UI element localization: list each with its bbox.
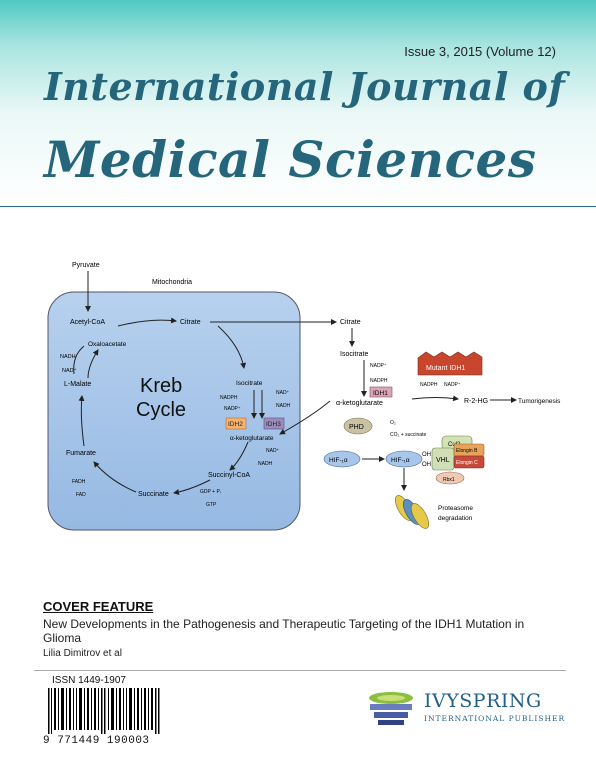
elongin-c-box bbox=[453, 455, 485, 469]
barcode-digits: 9 771449 190003 bbox=[43, 735, 150, 747]
label-citrate-inner: Citrate bbox=[180, 319, 201, 326]
label-nad-b: NAD⁺ bbox=[266, 448, 280, 454]
idh2-box bbox=[225, 417, 247, 430]
journal-title-line1: International Journal of bbox=[44, 64, 566, 109]
label-idh1: IDH1 bbox=[373, 390, 388, 397]
article-authors: Lilia Dimitrov et al bbox=[43, 648, 122, 659]
label-nadph-outer: NADPH bbox=[370, 378, 388, 384]
label-isocitrate-inner: Isocitrate bbox=[236, 380, 263, 387]
mutant-idh1-shape bbox=[417, 351, 483, 376]
label-nadp-m: NADP⁺ bbox=[444, 382, 461, 388]
label-o2: O₂ bbox=[390, 420, 396, 426]
label-l-malate: L-Malate bbox=[64, 381, 91, 388]
ivyspring-logo-icon bbox=[369, 692, 413, 725]
label-nadph-a: NADPH bbox=[220, 395, 238, 401]
label-phd: PHD bbox=[349, 424, 364, 431]
label-gdp: GDP + Pᵢ bbox=[200, 489, 221, 495]
label-co2-succinate: CO₂ + succinate bbox=[390, 432, 426, 438]
label-hif-left: HIF-₁α bbox=[329, 457, 348, 464]
mitochondrion-box bbox=[47, 291, 301, 531]
label-idh3: IDH3 bbox=[266, 421, 281, 428]
label-fad: FAD bbox=[76, 492, 86, 498]
label-nadh-left: NADH bbox=[60, 354, 76, 360]
label-acetyl-coa: Acetyl-CoA bbox=[70, 319, 105, 326]
issue-info: Issue 3, 2015 (Volume 12) bbox=[404, 44, 556, 59]
label-nadp-outer: NADP⁺ bbox=[370, 363, 387, 369]
label-gtp: GTP bbox=[206, 502, 217, 508]
header-divider bbox=[0, 206, 596, 207]
publisher-name: IVYSPRING bbox=[424, 690, 542, 712]
label-kreb: Kreb bbox=[140, 375, 182, 397]
label-nad-plus-a: NAD⁺ bbox=[276, 390, 290, 396]
footer-divider bbox=[34, 670, 566, 671]
proteasome-shape bbox=[394, 495, 430, 529]
rbx1-shape bbox=[435, 471, 465, 485]
label-alpha-kg-outer: α-ketoglutarate bbox=[336, 400, 383, 407]
idh3-box bbox=[263, 417, 285, 430]
label-mitochondria: Mitochondria bbox=[152, 279, 192, 286]
issn-number: ISSN 1449-1907 bbox=[52, 675, 126, 686]
krebs-cycle-figure: Pyruvate Mitochondria Acetyl-CoA Citrate… bbox=[47, 262, 561, 531]
label-hif-right: HIF-₁α bbox=[391, 457, 410, 464]
barcode bbox=[48, 688, 160, 734]
label-nadh-a: NADH bbox=[276, 403, 291, 409]
label-proteasome2: degradation bbox=[438, 515, 473, 522]
article-title[interactable]: New Developments in the Pathogenesis and… bbox=[43, 617, 525, 645]
label-succinyl-coa: Succinyl-CoA bbox=[208, 472, 250, 479]
label-cycle: Cycle bbox=[136, 399, 186, 421]
label-succinate: Succinate bbox=[138, 491, 169, 498]
label-fumarate: Fumarate bbox=[66, 450, 96, 457]
label-rbx1: Rbx1 bbox=[443, 477, 455, 483]
label-isocitrate-outer: Isocitrate bbox=[340, 351, 369, 358]
label-nadp-a: NADP⁺ bbox=[224, 406, 241, 412]
label-proteasome1: Proteasome bbox=[438, 505, 473, 512]
label-mutant-idh1: Mutant IDH1 bbox=[426, 365, 465, 372]
cover-header bbox=[0, 0, 596, 206]
cover-feature-label: COVER FEATURE bbox=[43, 599, 154, 614]
phd-shape bbox=[343, 417, 373, 435]
journal-title-line2: Medical Sciences bbox=[44, 130, 537, 189]
label-elongin-c: Elongin C bbox=[456, 460, 478, 466]
publisher-subtitle: INTERNATIONAL PUBLISHER bbox=[424, 714, 566, 723]
hif-right-shape bbox=[385, 450, 423, 468]
label-oxaloacetate: Oxaloacetate bbox=[88, 341, 127, 348]
label-oh2: OH bbox=[422, 462, 431, 468]
label-alpha-kg-inner: α-ketoglutarate bbox=[230, 435, 274, 442]
label-tumorigenesis: Tumorigenesis bbox=[518, 398, 561, 405]
label-oh1: OH bbox=[422, 452, 431, 458]
idh1-box bbox=[369, 386, 393, 398]
hif-left-shape bbox=[323, 450, 361, 468]
label-fadh: FADH bbox=[72, 479, 86, 485]
label-idh2: IDH2 bbox=[228, 421, 243, 428]
label-pyruvate: Pyruvate bbox=[72, 262, 100, 269]
label-vhl: VHL bbox=[436, 457, 450, 464]
label-nadh-b: NADH bbox=[258, 461, 273, 467]
label-nad-left: NAD⁺ bbox=[62, 367, 77, 374]
label-r2hg: R-2-HG bbox=[464, 398, 488, 405]
label-elongin-b: Elongin B bbox=[456, 448, 478, 454]
label-nadph-m: NADPH bbox=[420, 382, 438, 388]
label-citrate-outer: Citrate bbox=[340, 319, 361, 326]
